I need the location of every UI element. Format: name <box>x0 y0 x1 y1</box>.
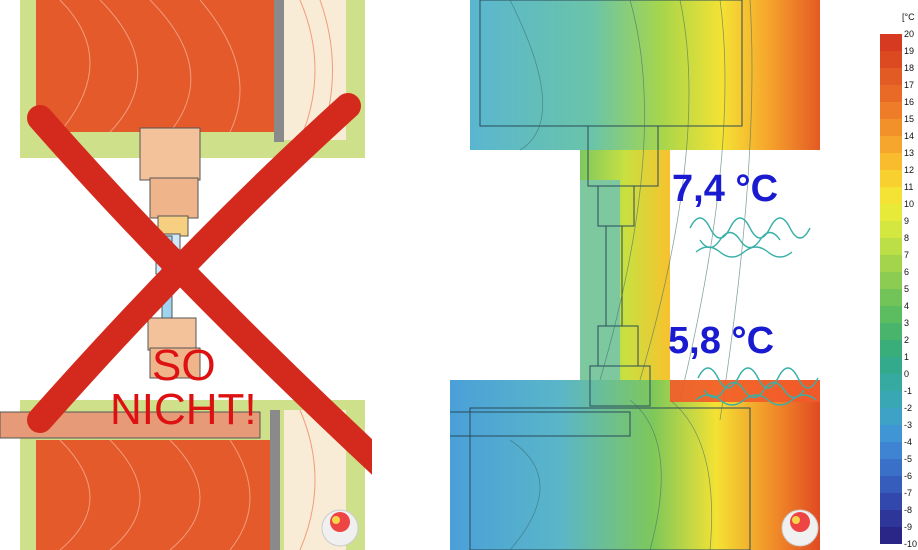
scale-segment <box>880 306 902 323</box>
scale-tick-label: 17 <box>904 80 915 90</box>
scale-segment <box>880 425 902 442</box>
scale-tick-label: 2 <box>904 335 910 345</box>
scale-segment <box>880 408 902 425</box>
scale-tick-label: -6 <box>904 471 913 481</box>
scale-tick-label: -8 <box>904 505 913 515</box>
so-text: SO <box>152 341 216 390</box>
scale-tick-label: 8 <box>904 233 910 243</box>
lower-temperature-label: 5,8 °C <box>668 320 775 362</box>
scale-segment <box>880 204 902 221</box>
scale-tick-label: -1 <box>904 386 913 396</box>
scale-segment <box>880 136 902 153</box>
cross-stroke-1 <box>27 105 372 475</box>
scale-segment <box>880 85 902 102</box>
scale-tick-label: 12 <box>904 165 915 175</box>
scale-segment <box>880 493 902 510</box>
left-section-svg <box>0 0 372 550</box>
scale-segment <box>880 391 902 408</box>
scale-segment <box>880 510 902 527</box>
scale-segment <box>880 476 902 493</box>
scale-segment <box>880 289 902 306</box>
scale-tick-label: 9 <box>904 216 910 226</box>
scale-segment <box>880 34 902 51</box>
scale-tick-label: 5 <box>904 284 910 294</box>
scale-tick-label: 19 <box>904 46 915 56</box>
scale-tick-label: 14 <box>904 131 915 141</box>
scale-tick-label: -5 <box>904 454 913 464</box>
scale-tick-label: -9 <box>904 522 913 532</box>
scale-tick-label: -3 <box>904 420 913 430</box>
scale-unit: [°C <box>902 12 915 22</box>
scale-segment <box>880 272 902 289</box>
scale-tick-label: -2 <box>904 403 913 413</box>
scale-tick-label: 1 <box>904 352 910 362</box>
scale-segment <box>880 442 902 459</box>
scale-segment <box>880 357 902 374</box>
scale-tick-label: -7 <box>904 488 913 498</box>
scale-tick-label: 0 <box>904 369 910 379</box>
scale-segment <box>880 374 902 391</box>
nicht-text: NICHT! <box>110 385 257 434</box>
scale-tick-label: 18 <box>904 63 915 73</box>
scale-segment <box>880 187 902 204</box>
thermal-section-drawing: 7,4 °C 5,8 °C <box>450 0 820 550</box>
scale-segment <box>880 459 902 476</box>
scale-segment <box>880 51 902 68</box>
scale-segment <box>880 340 902 357</box>
wall-block-top <box>36 0 274 132</box>
scale-segment <box>880 119 902 136</box>
scale-tick-label: 15 <box>904 114 915 124</box>
scale-segment <box>880 221 902 238</box>
scale-segment <box>880 68 902 85</box>
scale-tick-label: 7 <box>904 250 910 260</box>
scale-tick-label: 11 <box>904 182 914 192</box>
scale-segment <box>880 170 902 187</box>
cross-stroke-2 <box>27 93 361 433</box>
scale-segment <box>880 323 902 340</box>
color-scale-bar <box>880 34 902 544</box>
left-section-drawing: SO NICHT! <box>0 0 372 550</box>
scale-tick-label: 6 <box>904 267 910 277</box>
upper-temperature-label: 7,4 °C <box>672 168 779 210</box>
scale-segment <box>880 238 902 255</box>
scale-segment <box>880 255 902 272</box>
thermal-svg <box>450 0 820 550</box>
scale-tick-label: 20 <box>904 29 915 39</box>
scale-segment <box>880 527 902 544</box>
scale-tick-label: 4 <box>904 301 910 311</box>
scale-tick-label: 16 <box>904 97 915 107</box>
scale-tick-label: 3 <box>904 318 910 328</box>
scale-tick-label: 13 <box>904 148 915 158</box>
scale-tick-label: -4 <box>904 437 913 447</box>
scale-tick-label: 10 <box>904 199 915 209</box>
scale-segment <box>880 102 902 119</box>
scale-segment <box>880 153 902 170</box>
scale-tick-label: -10 <box>904 539 918 549</box>
